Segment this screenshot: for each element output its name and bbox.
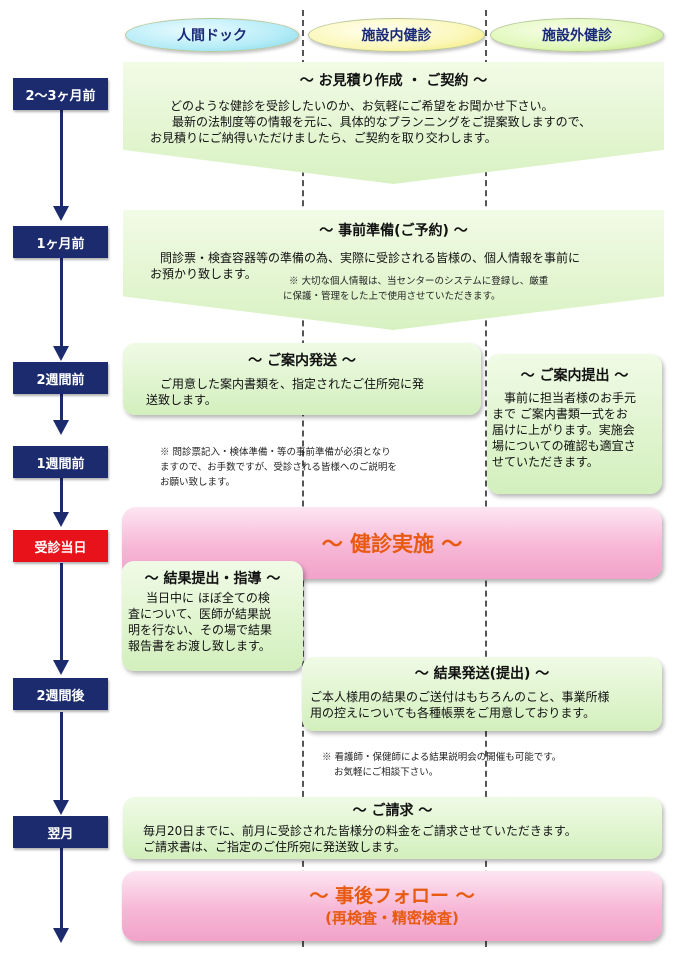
time-label-1-month: 1ヶ月前 — [13, 226, 108, 258]
column-header-off-facility: 施設外健診 — [490, 18, 664, 52]
guide-submit-line-2: まで ご案内書類一式をお — [492, 407, 628, 421]
result-send-body: ご本人様用の結果のご送付はもちろんのこと、事業所様 用の控えについても各種帳票を… — [310, 689, 660, 721]
timeline-arrow-3 — [60, 394, 63, 424]
time-label-next-month: 翌月 — [13, 816, 108, 848]
billing-box — [123, 797, 662, 859]
column-header-dock: 人間ドック — [125, 18, 299, 52]
exam-box: ～ 健診実施 ～ — [122, 507, 662, 579]
guide-submit-box — [487, 354, 662, 494]
exam-title: ～ 健診実施 ～ — [321, 532, 463, 556]
timeline-arrow-2 — [60, 258, 63, 350]
guide-submit-line-1: 事前に担当者様のお手元 — [504, 391, 637, 405]
timeline-arrow-7 — [60, 848, 63, 934]
guide-send-box — [123, 343, 481, 415]
result-guidance-box — [122, 561, 303, 671]
result-guidance-line-4: 報告書をお渡し致します。 — [128, 639, 271, 653]
timeline-arrow-4 — [60, 478, 63, 516]
result-guidance-line-2: 査について、医師が結果説 — [128, 607, 272, 621]
estimate-body: どのような健診を受診したいのか、お気軽にご希望をお聞かせ下さい。 最新の法制度等… — [150, 98, 660, 146]
result-note: ※ 看護師・保健師による結果説明会の開催も可能です。 お気軽にご相談下さい。 — [322, 750, 642, 780]
result-guidance-line-1: 当日中に ほぼ全ての検 — [146, 591, 270, 605]
result-note-line-2: お気軽にご相談下さい。 — [334, 767, 439, 778]
timeline-arrowhead-4 — [53, 512, 69, 527]
time-label-1-week-before: 1週間前 — [13, 446, 108, 478]
preparation-line-1: 問診票・検査容器等の準備の為、実際に受診される皆様の、個人情報を事前に — [160, 251, 581, 265]
column-header-in-facility: 施設内健診 — [308, 18, 485, 52]
column-divider-1 — [302, 10, 304, 947]
guide-submit-line-4: 場についての確認も適宜さ — [492, 439, 636, 453]
column-divider-2 — [485, 10, 487, 947]
billing-line-1: 毎月20日までに、前月に受診された皆様分の料金をご請求させていただきます。 — [143, 824, 577, 838]
result-send-title: ～ 結果発送(提出) ～ — [414, 666, 550, 682]
prep-note-line-3: お願い致します。 — [160, 477, 236, 488]
preparation-note-line-2: に保護・管理をした上で使用させていただきます。 — [283, 291, 501, 302]
result-guidance-title: ～ 結果提出・指導 ～ — [144, 571, 281, 587]
prep-note: ※ 問診票記入・検体準備・等の事前準備が必須となり ますので、お手数ですが、受診… — [160, 445, 460, 490]
result-guidance-line-3: 明を行ない、その場で結果 — [128, 623, 273, 637]
billing-body: 毎月20日までに、前月に受診された皆様分の料金をご請求させていただきます。 ご請… — [143, 823, 658, 855]
timeline-arrowhead-7 — [53, 928, 69, 943]
preparation-note-line-1: ※ 大切な個人情報は、当センターのシステムに登録し、厳重 — [289, 276, 549, 287]
result-send-line-1: ご本人様用の結果のご送付はもちろんのこと、事業所様 — [310, 690, 610, 704]
preparation-title: ～ 事前準備(ご予約) ～ — [319, 223, 468, 239]
guide-submit-title: ～ ご案内提出 ～ — [520, 368, 629, 384]
time-label-exam-day: 受診当日 — [13, 530, 108, 562]
guide-send-line-2: 送致します。 — [146, 393, 217, 407]
estimate-line-3: お見積りにご納得いただけましたら、ご契約を取り交わします。 — [150, 131, 497, 145]
timeline-arrowhead-2 — [53, 346, 69, 361]
preparation-body: 問診票・検査容器等の準備の為、実際に受診される皆様の、個人情報を事前に お預かり… — [150, 250, 660, 282]
billing-title: ～ ご請求 ～ — [352, 803, 433, 819]
guide-send-body: ご用意した案内書類を、指定されたご住所宛に発 送致します。 — [146, 376, 471, 408]
guide-submit-body: 事前に担当者様のお手元 まで ご案内書類一式をお 届けに上がります。実施会 場に… — [492, 390, 660, 470]
time-label-2-weeks-after: 2週間後 — [13, 678, 108, 710]
result-note-line-1: ※ 看護師・保健師による結果説明会の開催も可能です。 — [322, 752, 562, 763]
result-guidance-body: 当日中に ほぼ全ての検 査について、医師が結果説 明を行ない、その場で結果 報告… — [128, 590, 303, 654]
prep-note-line-1: ※ 問診票記入・検体準備・等の事前準備が必須となり — [160, 447, 391, 458]
timeline-arrow-5 — [60, 563, 63, 663]
preparation-note: ※ 大切な個人情報は、当センターのシステムに登録し、厳重 に保護・管理をした上で… — [283, 274, 613, 304]
timeline-arrowhead-1 — [53, 206, 69, 221]
timeline-arrowhead-3 — [53, 420, 69, 435]
time-label-2-weeks-before: 2週間前 — [13, 362, 108, 394]
timeline-arrow-6 — [60, 712, 63, 806]
estimate-line-2: 最新の法制度等の情報を元に、具体的なプランニングをご提案致しますので、 — [172, 115, 592, 129]
time-label-2-3-months: 2～3ヶ月前 — [13, 78, 108, 110]
guide-send-line-1: ご用意した案内書類を、指定されたご住所宛に発 — [160, 377, 425, 391]
billing-line-2: ご請求書は、ご指定のご住所宛に発送致します。 — [143, 840, 406, 854]
timeline-arrowhead-6 — [53, 800, 69, 815]
prep-note-line-2: ますので、お手数ですが、受診される皆様へのご説明を — [160, 462, 397, 473]
followup-box: ～ 事後フォロー ～ (再検査・精密検査) — [122, 871, 662, 941]
estimate-line-1: どのような健診を受診したいのか、お気軽にご希望をお聞かせ下さい。 — [170, 99, 554, 113]
result-send-box — [302, 657, 662, 731]
guide-submit-line-5: せていただきます。 — [492, 455, 599, 469]
timeline-arrow-1 — [60, 110, 63, 210]
followup-subtitle: (再検査・精密検査) — [325, 909, 459, 927]
timeline-arrowhead-5 — [53, 660, 69, 675]
guide-submit-line-3: 届けに上がります。実施会 — [492, 423, 635, 437]
estimate-title: ～ お見積り作成 ・ ご契約 ～ — [299, 73, 488, 89]
followup-title: ～ 事後フォロー ～ — [309, 885, 475, 907]
preparation-line-2: お預かり致します。 — [150, 267, 257, 281]
guide-send-title: ～ ご案内発送 ～ — [248, 353, 356, 369]
result-send-line-2: 用の控えについても各種帳票をご用意しております。 — [310, 706, 596, 720]
